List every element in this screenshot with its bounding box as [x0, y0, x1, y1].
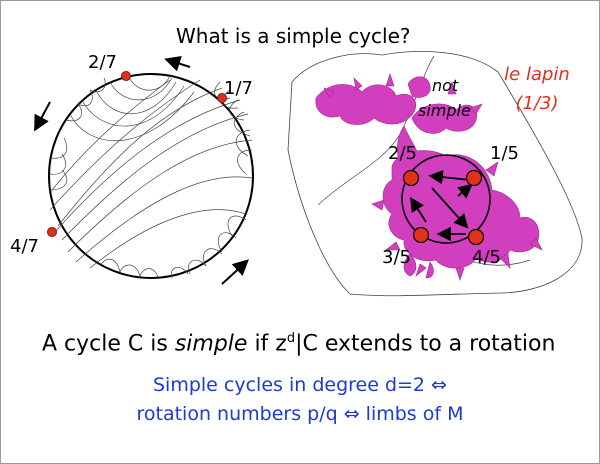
statement-emph: simple [174, 331, 248, 357]
label-4-5: 4/5 [472, 247, 501, 268]
definition-statement: A cycle C is simple if zd|C extends to a… [42, 331, 555, 356]
label-2-5: 2/5 [388, 143, 417, 164]
label-lapin-param: (1/3) [515, 93, 559, 114]
statement-suffix: |C extends to a rotation [295, 331, 556, 357]
label-not: not [432, 76, 459, 95]
lamination-disk [34, 56, 254, 285]
blue-line-2: rotation numbers p/q ⇔ limbs of M [136, 403, 464, 425]
blue-line-1: Simple cycles in degree d=2 ⇔ [153, 374, 447, 396]
julia-set [287, 51, 583, 297]
label-3-5: 3/5 [382, 247, 411, 268]
slide-title: What is a simple cycle? [176, 24, 411, 48]
statement-sup: d [286, 331, 296, 346]
label-lapin-name: le lapin [504, 64, 570, 85]
label-4-7: 4/7 [10, 236, 39, 257]
label-1-7: 1/7 [224, 78, 253, 99]
statement-middle: if z [247, 331, 287, 357]
statement-prefix: A cycle C is [42, 331, 175, 357]
label-2-7: 2/7 [88, 52, 117, 73]
label-simple: simple [418, 101, 471, 120]
label-1-5: 1/5 [490, 143, 519, 164]
